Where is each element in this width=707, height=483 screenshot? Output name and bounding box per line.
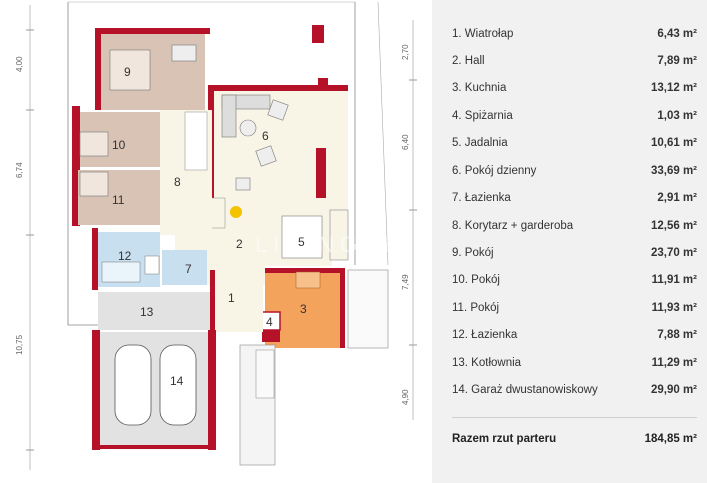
room-area: 12,56 m² [650, 220, 697, 232]
dimension-left-2: 6,74 [15, 162, 24, 178]
room-name: 11. Pokój [452, 302, 500, 314]
room-row: 12. Łazienka 7,88 m² [452, 326, 697, 344]
dimension-right-2: 6,40 [401, 134, 410, 150]
room-number-2: 2 [236, 237, 243, 251]
room-area: 11,29 m² [651, 357, 697, 369]
dimension-right-4: 4,90 [401, 389, 410, 405]
dimension-left-3: 10,75 [15, 334, 24, 355]
table-divider [452, 417, 697, 418]
room-number-7: 7 [185, 262, 192, 276]
room-name: 10. Pokój [452, 274, 500, 286]
room-area: 7,88 m² [657, 329, 697, 341]
room-row: 8. Korytarz + garderoba 12,56 m² [452, 217, 697, 235]
total-label: Razem rzut parteru [452, 433, 557, 445]
room-row: 5. Jadalnia 10,61 m² [452, 134, 697, 152]
room-row: 11. Pokój 11,93 m² [452, 299, 697, 317]
room-number-14: 14 [170, 374, 184, 388]
room-row: 7. Łazienka 2,91 m² [452, 189, 697, 207]
room-name: 12. Łazienka [452, 329, 518, 341]
total-row: Razem rzut parteru 184,85 m² [452, 430, 697, 448]
room-number-9: 9 [124, 65, 131, 79]
room-area-table: 1. Wiatrołap 6,43 m² 2. Hall 7,89 m² 3. Ku… [432, 0, 707, 483]
room-area: 33,69 m² [650, 165, 697, 177]
room-name: 13. Kotłownia [452, 357, 522, 369]
room-area: 7,89 m² [657, 55, 697, 67]
total-area: 184,85 m² [644, 433, 697, 445]
room-area: 1,03 m² [657, 110, 697, 122]
room-name: 6. Pokój dzienny [452, 165, 537, 177]
room-area: 11,93 m² [651, 302, 697, 314]
dimension-left-1: 4,00 [15, 56, 24, 72]
room-area: 6,43 m² [657, 28, 697, 40]
room-row: 3. Kuchnia 13,12 m² [452, 79, 697, 97]
room-area: 13,12 m² [650, 82, 697, 94]
room-row: 4. Spiżarnia 1,03 m² [452, 107, 697, 125]
room-number-11: 11 [112, 193, 125, 207]
room-area: 2,91 m² [657, 192, 697, 204]
room-area: 29,90 m² [650, 384, 697, 396]
room-row: 13. Kotłownia 11,29 m² [452, 354, 697, 372]
room-row: 14. Garaż dwustanowiskowy 29,90 m² [452, 381, 697, 399]
room-row: 9. Pokój 23,70 m² [452, 244, 697, 262]
room-number-1: 1 [228, 291, 235, 305]
room-row: 2. Hall 7,89 m² [452, 52, 697, 70]
room-number-10: 10 [112, 138, 126, 152]
room-name: 5. Jadalnia [452, 137, 508, 149]
room-number-4: 4 [266, 315, 273, 329]
dimension-right-1: 2,70 [401, 44, 410, 60]
floor-plan-drawing: 4,00 6,74 10,75 2,70 6,40 7,49 4,90 [15, 1, 432, 470]
room-area: 10,61 m² [650, 137, 697, 149]
room-area: 23,70 m² [650, 247, 697, 259]
room-number-13: 13 [140, 305, 154, 319]
room-number-3: 3 [300, 302, 307, 316]
room-name: 8. Korytarz + garderoba [452, 220, 574, 232]
room-row: 1. Wiatrołap 6,43 m² [452, 25, 697, 43]
watermark: LIVING HAUS [255, 232, 432, 257]
room-name: 4. Spiżarnia [452, 110, 513, 122]
room-number-8: 8 [174, 175, 181, 189]
room-number-12: 12 [118, 249, 132, 263]
room-name: 7. Łazienka [452, 192, 511, 204]
room-name: 3. Kuchnia [452, 82, 507, 94]
room-name: 9. Pokój [452, 247, 494, 259]
room-name: 2. Hall [452, 55, 485, 67]
room-row: 10. Pokój 11,91 m² [452, 271, 697, 289]
room-number-6: 6 [262, 129, 269, 143]
dimension-right-3: 7,49 [401, 274, 410, 290]
room-name: 1. Wiatrołap [452, 28, 514, 40]
room-number-5: 5 [298, 235, 305, 249]
room-name: 14. Garaż dwustanowiskowy [452, 384, 598, 396]
room-area: 11,91 m² [651, 274, 697, 286]
room-row: 6. Pokój dzienny 33,69 m² [452, 162, 697, 180]
